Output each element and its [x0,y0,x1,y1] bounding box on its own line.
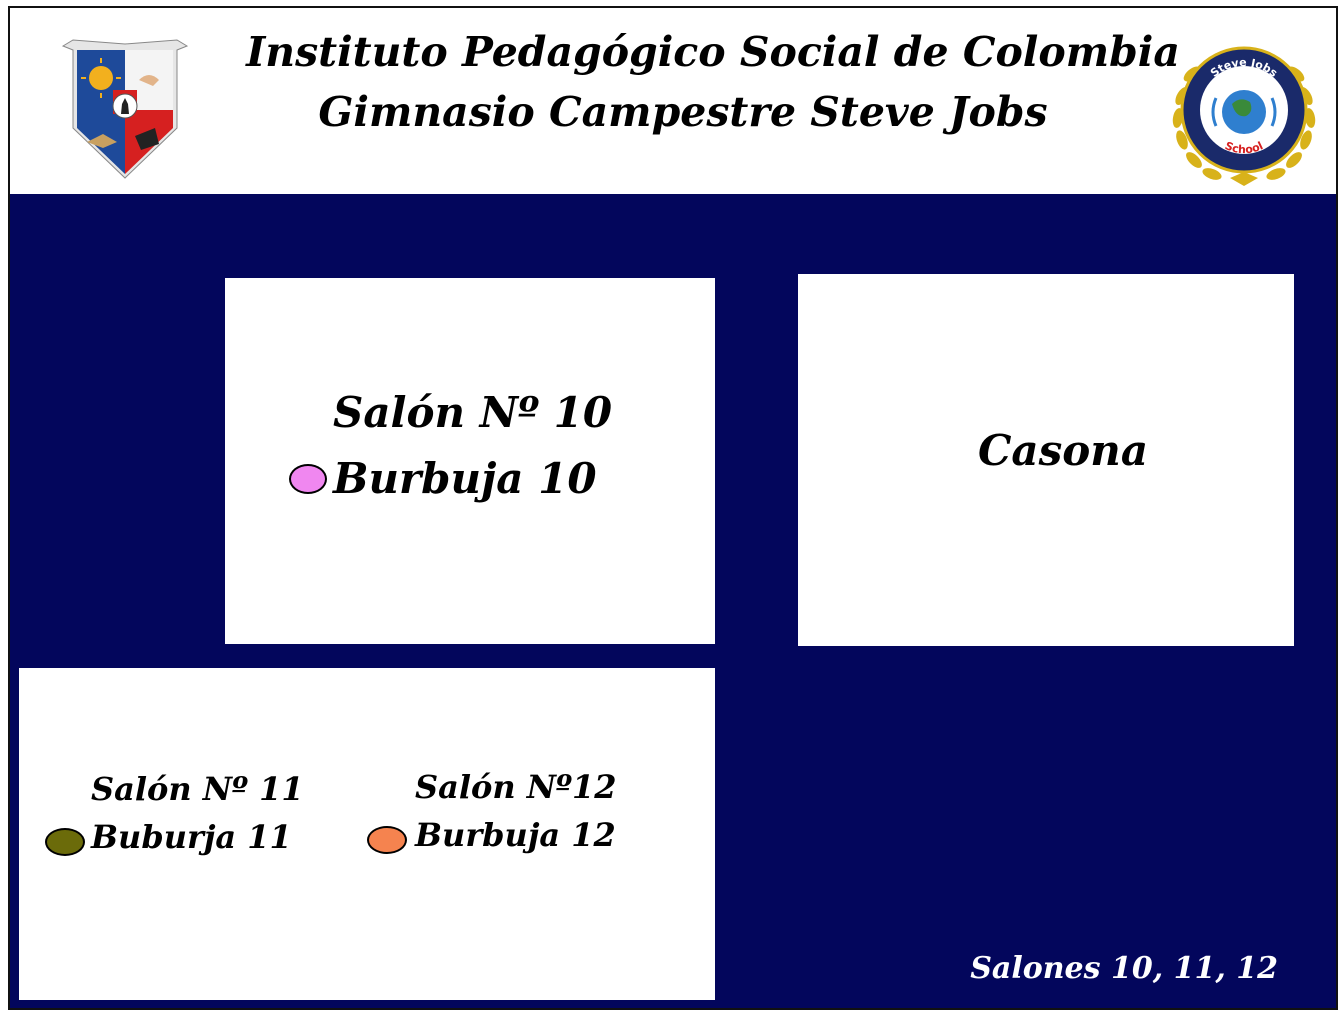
campus-map: Salón Nº 10 Burbuja 10 Casona Salón Nº 1… [10,194,1336,1008]
room-salon-11-12: Salón Nº 11 Buburja 11 Salón Nº12 Burbuj… [19,668,715,1000]
institute-crest-logo [61,39,189,179]
bubble-11-label: Buburja 11 [91,818,292,856]
bubble-11-marker [45,828,85,856]
page-frame [8,6,1338,1010]
salon-10-title: Salón Nº 10 [333,388,613,437]
bubble-10-marker [289,464,327,494]
salon-12-title: Salón Nº12 [415,768,617,806]
room-salon-10: Salón Nº 10 Burbuja 10 [225,278,715,644]
room-casona: Casona [798,274,1294,646]
bubble-10-label: Burbuja 10 [333,454,597,503]
casona-title: Casona [978,426,1149,475]
seal-text-bottom: School [1223,139,1265,156]
school-seal-logo: Steve Jobs School [1172,46,1316,186]
map-caption: Salones 10, 11, 12 [970,951,1278,986]
bubble-12-marker [367,826,407,854]
bubble-12-label: Burbuja 12 [415,816,616,854]
header: Instituto Pedagógico Social de Colombia … [10,8,1336,194]
salon-11-title: Salón Nº 11 [91,770,304,808]
school-name: Gimnasio Campestre Steve Jobs [318,88,1048,136]
institute-name: Instituto Pedagógico Social de Colombia [246,28,1180,76]
svg-text:School: School [1223,139,1265,156]
